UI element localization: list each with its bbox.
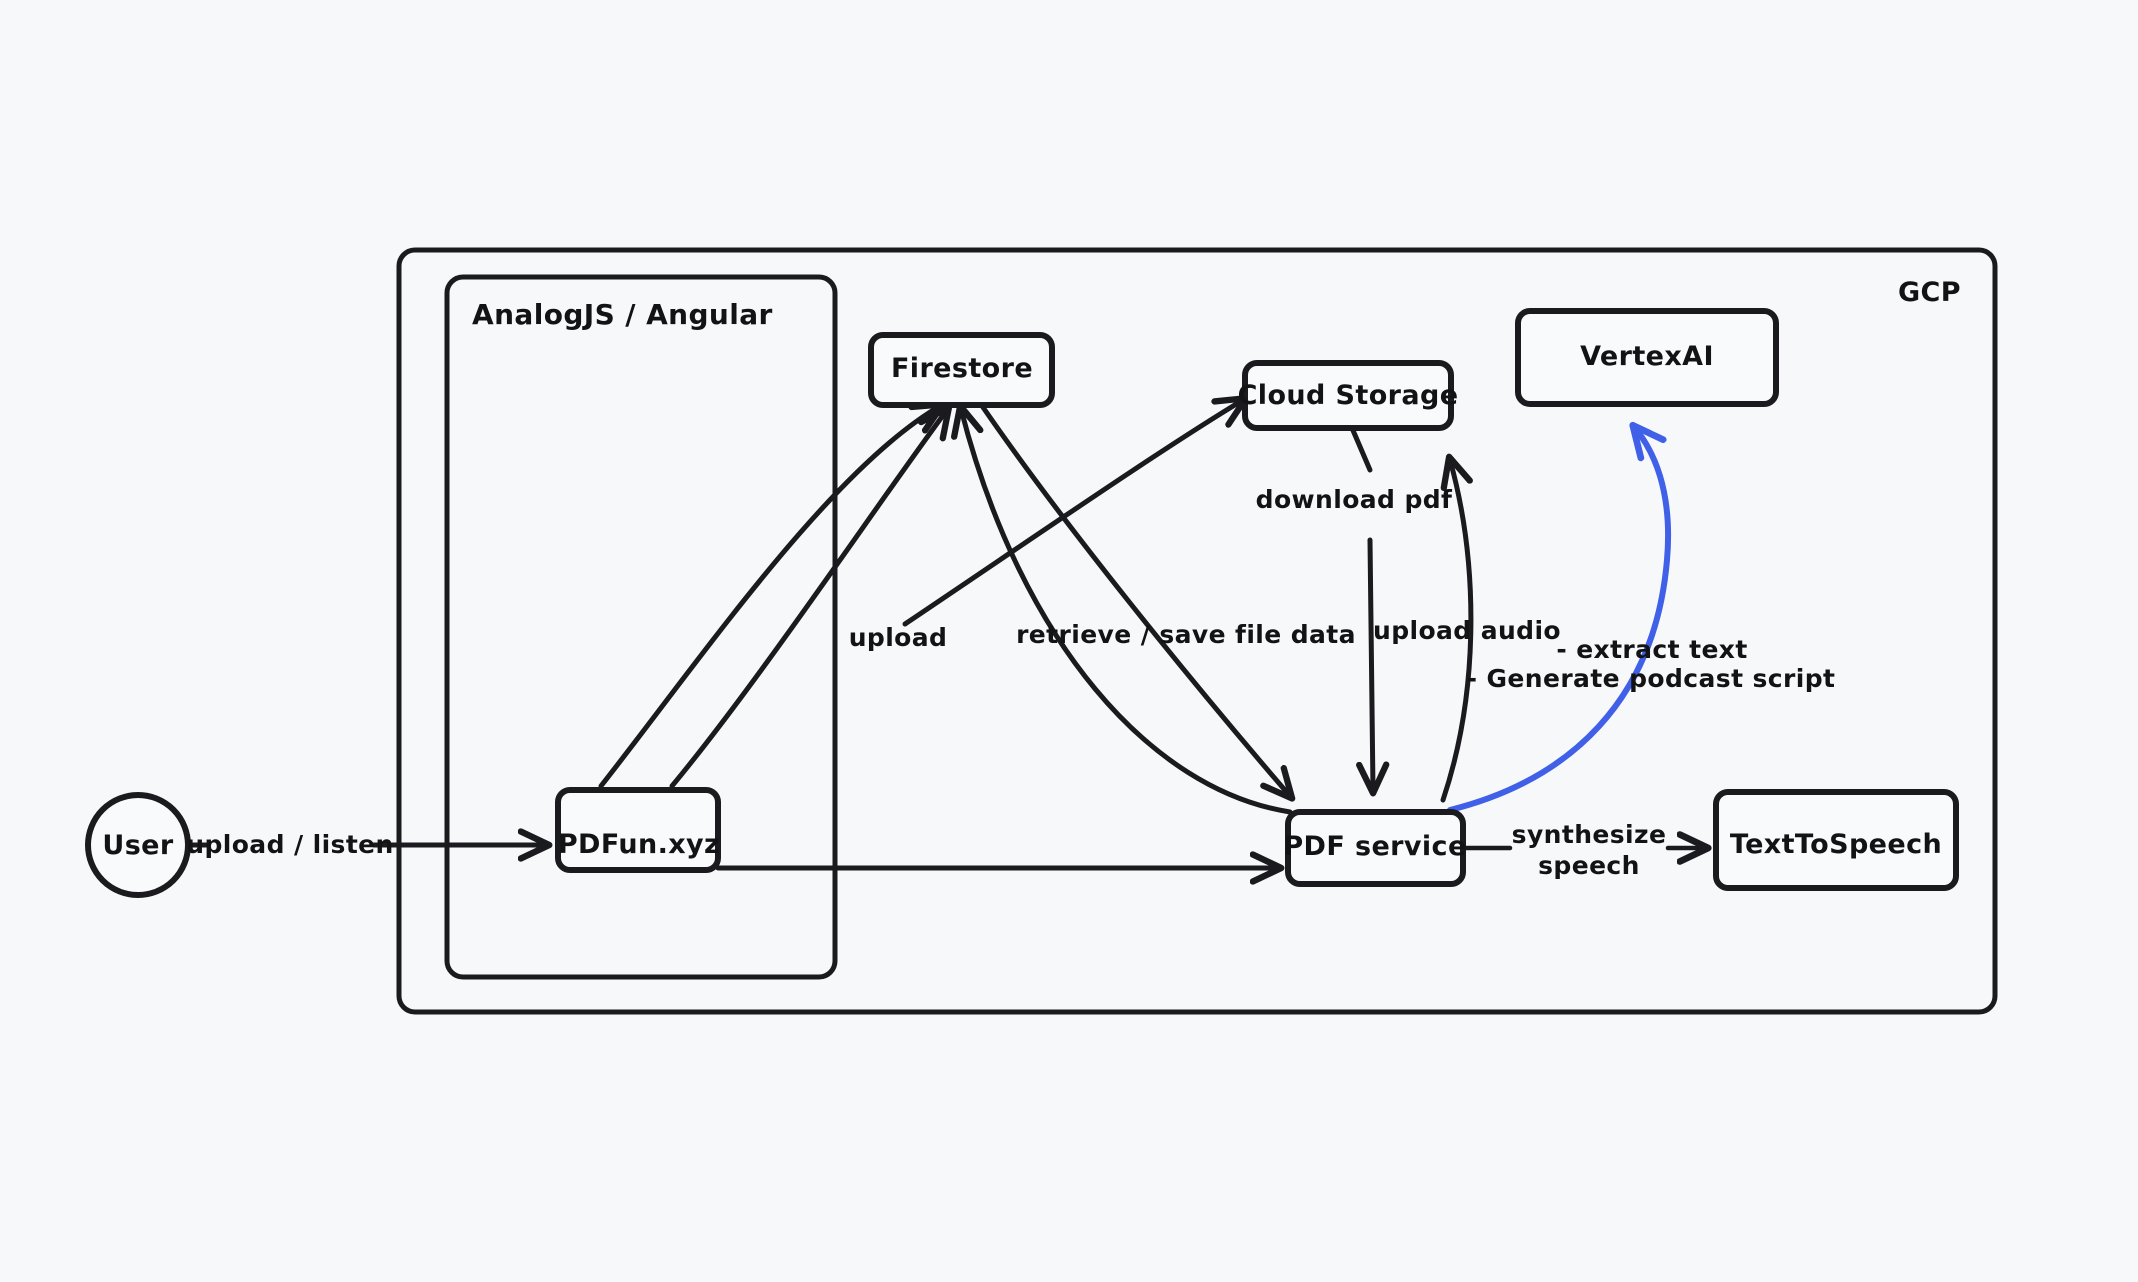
node-cloud-storage-label: Cloud Storage: [1237, 379, 1459, 411]
node-pdf-service-label: PDF service: [1283, 830, 1467, 862]
edge-cloud-storage-to-pdf-service: [1349, 425, 1373, 473]
node-text-to-speech-label: TextToSpeech: [1729, 828, 1943, 860]
node-pdfun[interactable]: [555, 787, 721, 873]
edge-pdfun-to-cloud-storage: [902, 400, 1243, 627]
gcp-container-label: GCP: [1898, 277, 1961, 308]
gcp-container: [396, 247, 1998, 1015]
edge-pdf-service-to-cloud-storage: [1440, 460, 1474, 803]
node-firestore[interactable]: [868, 332, 1055, 408]
edge-label-download-pdf: download pdf: [1255, 485, 1453, 515]
edge-label-upload-audio: upload audio: [1372, 616, 1562, 646]
edge-pdfun-to-firestore-a: [598, 406, 940, 789]
node-user[interactable]: [85, 792, 191, 898]
edge-label-speech: speech: [1538, 851, 1640, 881]
node-vertex-ai-label: VertexAI: [1580, 340, 1714, 372]
node-pdfun-label: PDFun.xyz: [557, 828, 721, 860]
node-user-label: User: [102, 829, 174, 861]
edge-label-upload: upload: [848, 623, 948, 653]
frontend-container-label: AnalogJS / Angular: [472, 298, 773, 331]
edge-pdf-service-to-firestore: [961, 409, 1293, 815]
frontend-container: [444, 274, 838, 980]
edge-label-extract-text: - extract text: [1556, 635, 1748, 665]
edge-pdf-service-to-vertex-ai: [1447, 428, 1671, 813]
node-text-to-speech[interactable]: [1713, 789, 1959, 891]
edge-cloud-storage-to-pdf-service-b: [1370, 537, 1373, 790]
edge-label-generate-podcast-script: - Generate podcast script: [1466, 664, 1836, 694]
node-cloud-storage[interactable]: [1242, 360, 1454, 431]
edge-label-upload-listen: upload / listen: [186, 830, 394, 860]
node-vertex-ai[interactable]: [1515, 308, 1779, 407]
edge-firestore-to-pdf-service: [975, 397, 1290, 796]
node-pdf-service[interactable]: [1285, 809, 1466, 887]
edge-pdfun-to-firestore-upload: [669, 410, 947, 789]
edge-label-synthesize: synthesize: [1511, 820, 1667, 850]
node-firestore-label: Firestore: [890, 352, 1034, 384]
edge-label-retrieve-save-file-data: retrieve / save file data: [1016, 620, 1356, 650]
